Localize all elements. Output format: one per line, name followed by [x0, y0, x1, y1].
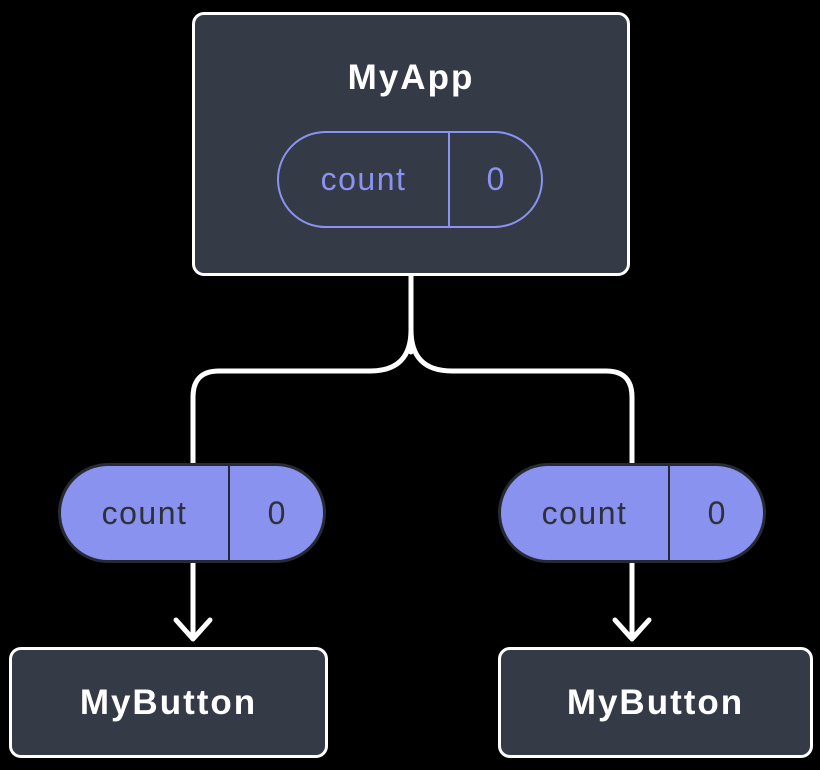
state-name-label: count [279, 133, 450, 226]
prop-value-label: 0 [267, 494, 286, 531]
state-value-label: 0 [486, 161, 505, 197]
component-box-root: MyApp [192, 12, 630, 276]
root-component-name: MyApp [347, 58, 475, 97]
root-state-pill: count 0 [277, 131, 543, 228]
arrow-down-icon [173, 617, 213, 642]
component-box-child-right: MyButton [498, 647, 813, 758]
component-box-child-left: MyButton [9, 647, 328, 758]
prop-name-label: count [61, 466, 230, 560]
child-component-name: MyButton [79, 682, 258, 722]
prop-name-label: count [501, 466, 670, 560]
arrow-down-icon [612, 617, 652, 642]
branch-right-line [408, 277, 635, 469]
prop-pill-left: count 0 [58, 463, 326, 563]
branch-left-line [190, 277, 414, 469]
child-component-name: MyButton [566, 682, 745, 722]
prop-value-label: 0 [707, 494, 726, 531]
prop-pill-right: count 0 [498, 463, 766, 563]
